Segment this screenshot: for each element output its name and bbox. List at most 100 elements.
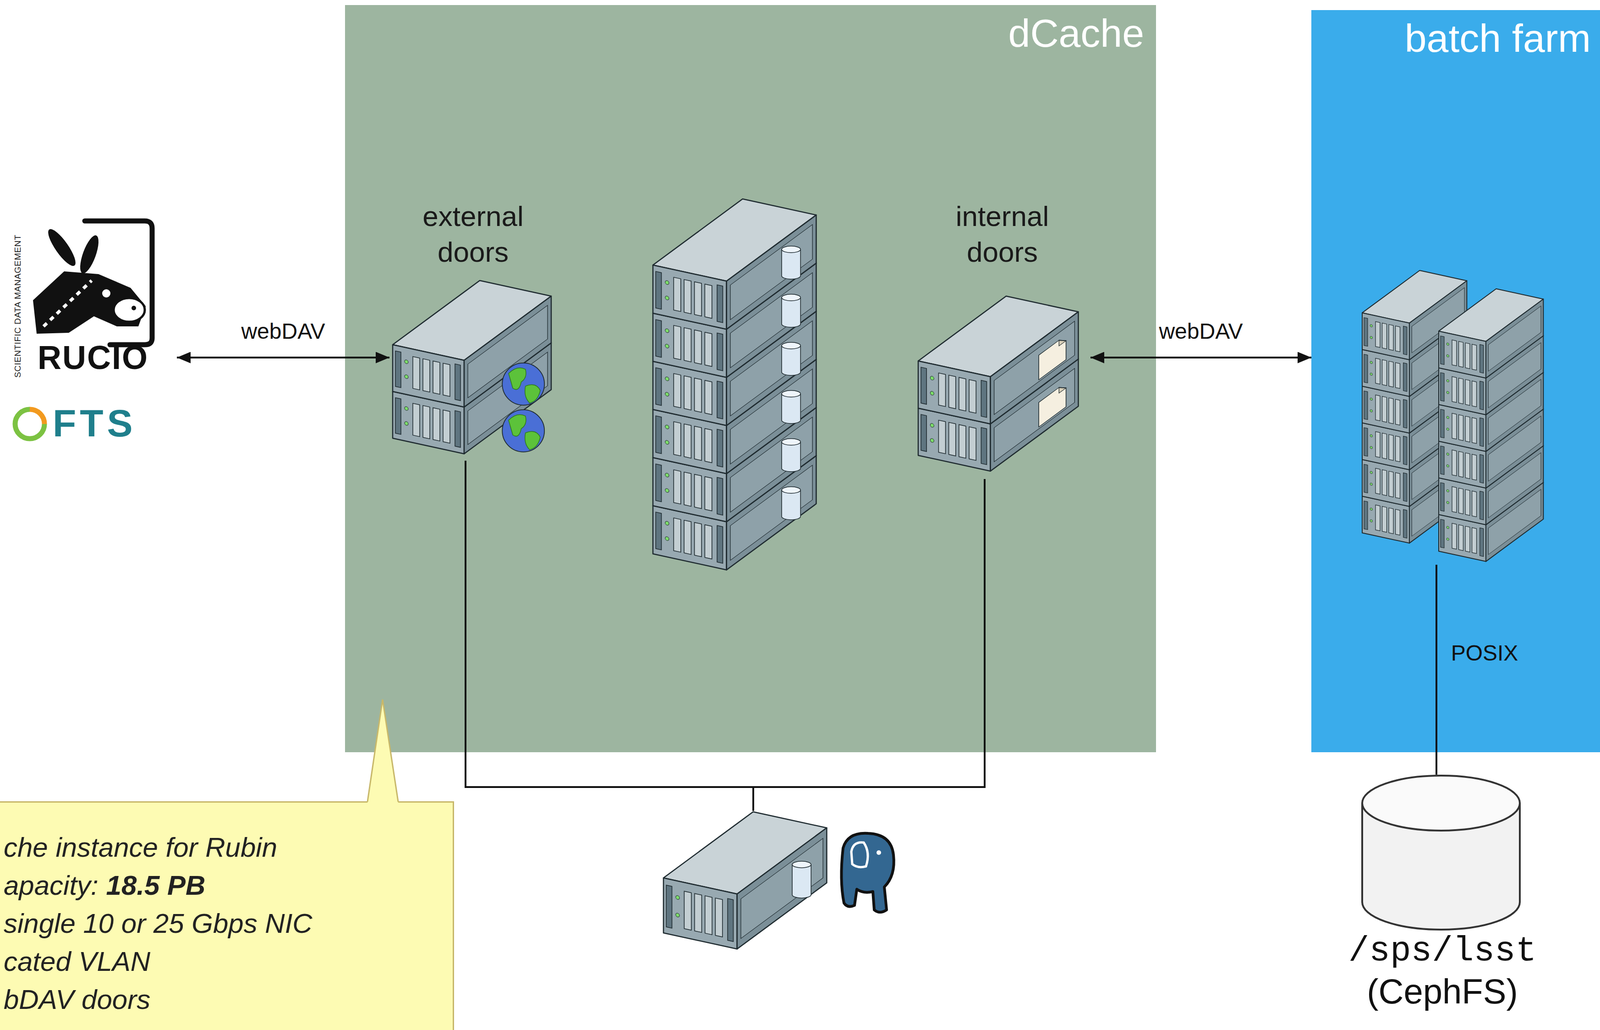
server-handle [1364,390,1368,420]
drive-bay [704,284,712,319]
logo-nostril [131,305,137,311]
side-panel [1488,416,1541,482]
side-panel [730,320,813,417]
server-led [1446,489,1449,493]
server-front-details [655,319,723,371]
server-side [726,359,817,474]
server-side-details [1488,306,1541,372]
server-front-details [1364,354,1408,392]
drive-bay [1388,324,1394,351]
dcache-panel: dCacheexternal doorsinternal doors [345,5,1157,752]
drive-bay [1452,449,1457,477]
server-side [990,311,1079,424]
side-panel [467,351,548,445]
drive-bay [1375,431,1381,458]
drive-bay [694,426,702,461]
side-panel [994,321,1075,415]
server-led [930,390,934,396]
drive-bay [1458,341,1464,368]
drive-bay [704,524,712,559]
drive-bay [1395,399,1401,426]
connector [1090,356,1312,359]
server-led [665,279,669,285]
drive-bay [422,405,430,439]
edge-label: webDAV [238,318,328,344]
drive-bay [1382,396,1387,423]
server-front [652,505,727,570]
side-panel [1488,306,1541,372]
server-led [1369,471,1373,474]
server-front-details [1440,372,1484,410]
server-handle [1403,362,1408,392]
disk-top [781,342,801,349]
callout-pointer [367,699,399,803]
connector [1435,751,1438,775]
globe-icon [502,409,545,452]
server-front [652,409,727,474]
server-side [1485,482,1544,561]
logo-name: RUCIO [9,339,177,376]
side-panel [1411,287,1465,353]
server-side-details [730,416,813,513]
door-group: internal doors [914,194,1091,479]
server-side-details [1411,324,1465,390]
server-top [1438,435,1544,488]
server-side-details [467,351,548,445]
side-panel [1488,379,1541,445]
server-top [1438,361,1544,415]
server-handle [395,350,401,388]
server-handle [717,428,723,467]
server-front-details [1440,445,1484,483]
drive-bay [673,421,681,456]
bus-wire [752,786,755,811]
logo-eye [102,289,111,298]
server-led [1369,397,1373,401]
server-led [1446,526,1449,529]
fts-ring [29,409,45,424]
drive-bay [673,277,681,312]
disk-top [781,294,801,301]
server-handle [1403,436,1408,466]
server-top [1362,343,1467,397]
server-front [392,344,465,407]
drive-bay [1382,432,1387,460]
server-side [1409,353,1467,433]
side-panel [1488,342,1541,408]
server-side-details [1488,379,1541,445]
disk-body [781,249,801,280]
server-front [652,264,727,329]
server-front [1362,349,1410,396]
server-side-details [730,272,813,368]
drive-bay [1465,489,1470,516]
server-front [652,312,727,378]
vertical-tagline: SCIENTIFIC DATA MANAGEMENT [12,234,23,378]
side-panel [730,272,813,368]
server-side-details [1488,452,1541,518]
server-handle [454,363,461,401]
drive-bay [1395,362,1401,389]
server-led [1369,434,1373,438]
drive-bay [684,471,691,507]
server-handle [1403,326,1408,356]
drive-bay [412,403,420,437]
server-top [1438,471,1544,525]
server-side [726,311,817,426]
note-line: cated VLAN [3,942,453,981]
drive-bay [443,362,450,397]
drive-bay [432,360,440,395]
drive-bay [1395,325,1401,352]
server-front [918,360,991,424]
server-handle [1403,399,1408,429]
server-handle [1364,427,1368,457]
server-front-details [920,367,987,418]
server-front-details [655,511,723,564]
elephant-ear [851,842,868,867]
note-text: cated VLAN [3,945,151,977]
server-led [1446,379,1449,383]
server-side [1485,408,1544,488]
drive-bay [684,423,691,459]
server-handle [717,284,723,323]
server-led [1369,324,1373,328]
server-handle [1479,527,1484,557]
